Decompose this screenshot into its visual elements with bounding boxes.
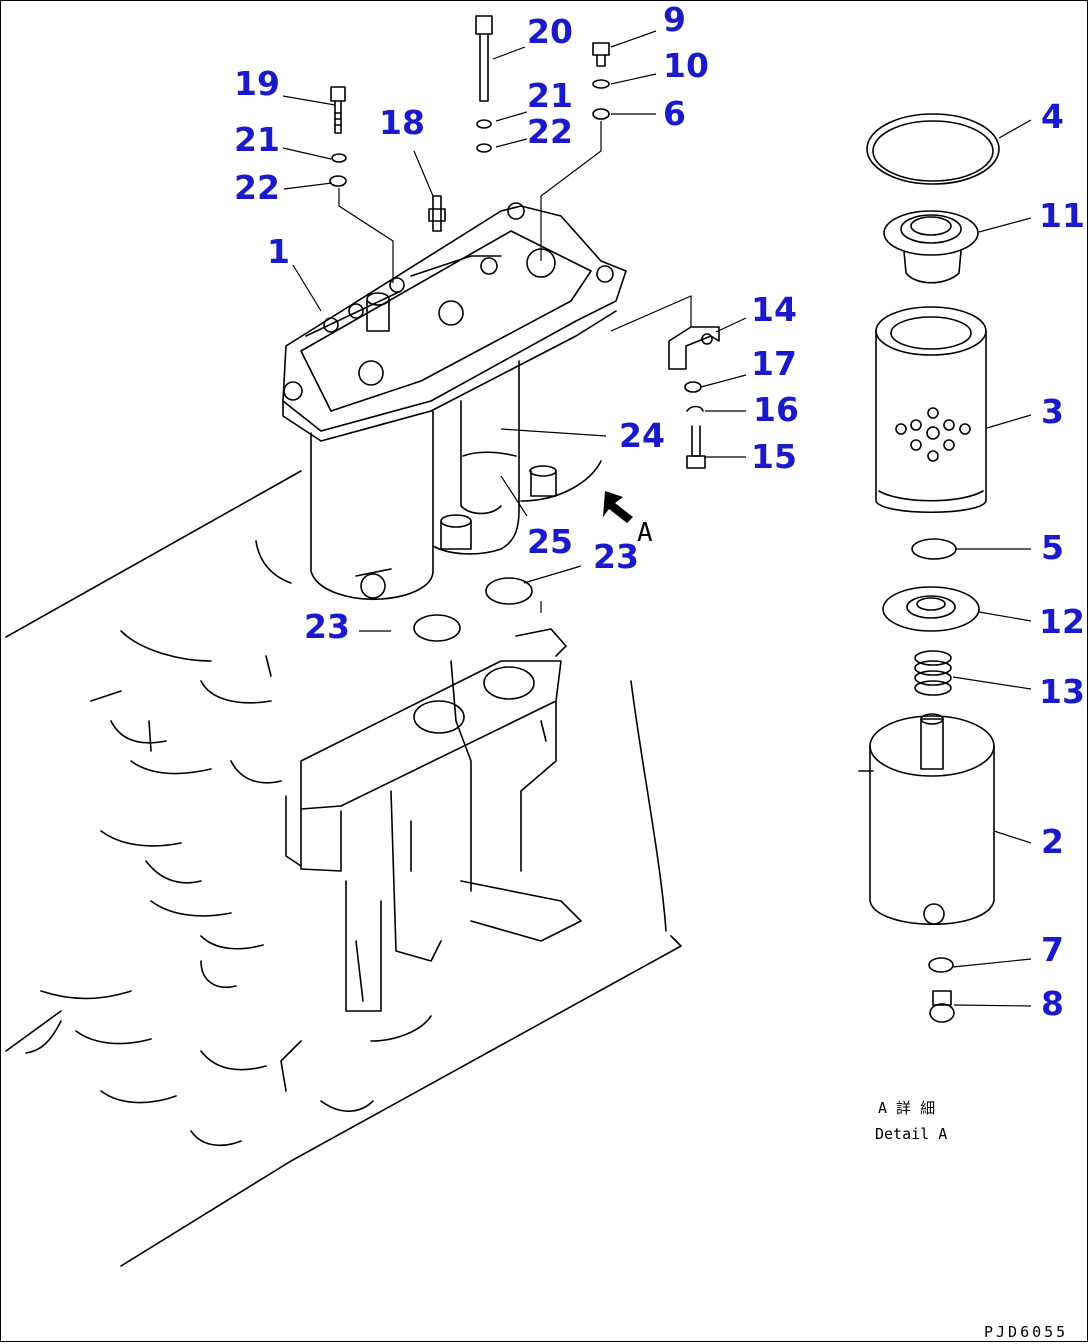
- seal-ring-4: [866, 113, 1000, 185]
- callout-7: 7: [1041, 930, 1064, 969]
- view-arrow-a: A: [603, 491, 653, 548]
- mounting-bracket: [285, 628, 582, 1012]
- callout-19: 19: [234, 64, 280, 103]
- detail-caption-en: Detail A: [875, 1125, 947, 1143]
- callout-22-upper: 22: [527, 112, 573, 151]
- plug-9-washer-10-oring-6: [592, 42, 610, 120]
- callout-24: 24: [619, 416, 665, 455]
- callout-10: 10: [663, 46, 709, 85]
- callout-17: 17: [751, 344, 797, 383]
- callout-5: 5: [1041, 528, 1064, 567]
- nipple-18: [428, 195, 446, 232]
- callout-numbers: 1 2 3 4 5 6 7 8 9 10 11 12 13 14 15 16 1…: [234, 1, 1085, 1023]
- callout-15: 15: [751, 437, 797, 476]
- callout-9: 9: [663, 1, 686, 39]
- callout-25: 25: [527, 522, 573, 561]
- callout-8: 8: [1041, 984, 1064, 1023]
- oring-5: [911, 538, 957, 560]
- detail-caption-jp: A 詳 細: [878, 1099, 935, 1117]
- filter-bowls: [310, 360, 557, 601]
- orings-23: [413, 577, 533, 642]
- engine-block-outline: [5, 460, 682, 1267]
- callout-11: 11: [1039, 196, 1085, 235]
- plug-8: [929, 990, 955, 1023]
- washers-17-16: [684, 381, 704, 412]
- callout-18: 18: [379, 103, 425, 142]
- callout-3: 3: [1041, 392, 1064, 431]
- callout-22-lower: 22: [234, 168, 280, 207]
- bolt-15: [686, 425, 706, 469]
- view-arrow-label: A: [637, 518, 653, 548]
- leader-lines: [282, 30, 1032, 1007]
- callout-23-left: 23: [304, 607, 350, 646]
- callout-21-upper: 21: [527, 76, 573, 115]
- washer-7: [928, 957, 954, 973]
- element-3: [875, 306, 987, 514]
- seat-12: [882, 586, 980, 632]
- bolt-19: [330, 86, 346, 134]
- callout-1: 1: [267, 232, 290, 271]
- callout-2: 2: [1041, 822, 1064, 861]
- bracket-14: [668, 326, 720, 370]
- callout-12: 12: [1039, 602, 1085, 641]
- callout-16: 16: [753, 390, 799, 429]
- bolt-20: [475, 15, 493, 153]
- callout-4: 4: [1041, 97, 1064, 136]
- drawing-code: PJD6055: [984, 1323, 1068, 1341]
- spring-13: [914, 650, 952, 696]
- callout-23-right: 23: [593, 537, 639, 576]
- filter-head: [282, 202, 627, 442]
- callout-20: 20: [527, 12, 573, 51]
- callout-14: 14: [751, 290, 797, 329]
- callout-6: 6: [663, 94, 686, 133]
- washers-21-22-left: [329, 153, 347, 187]
- callout-13: 13: [1039, 672, 1085, 711]
- callout-21-lower: 21: [234, 120, 280, 159]
- cover-11: [883, 210, 979, 284]
- case-2: [858, 713, 995, 926]
